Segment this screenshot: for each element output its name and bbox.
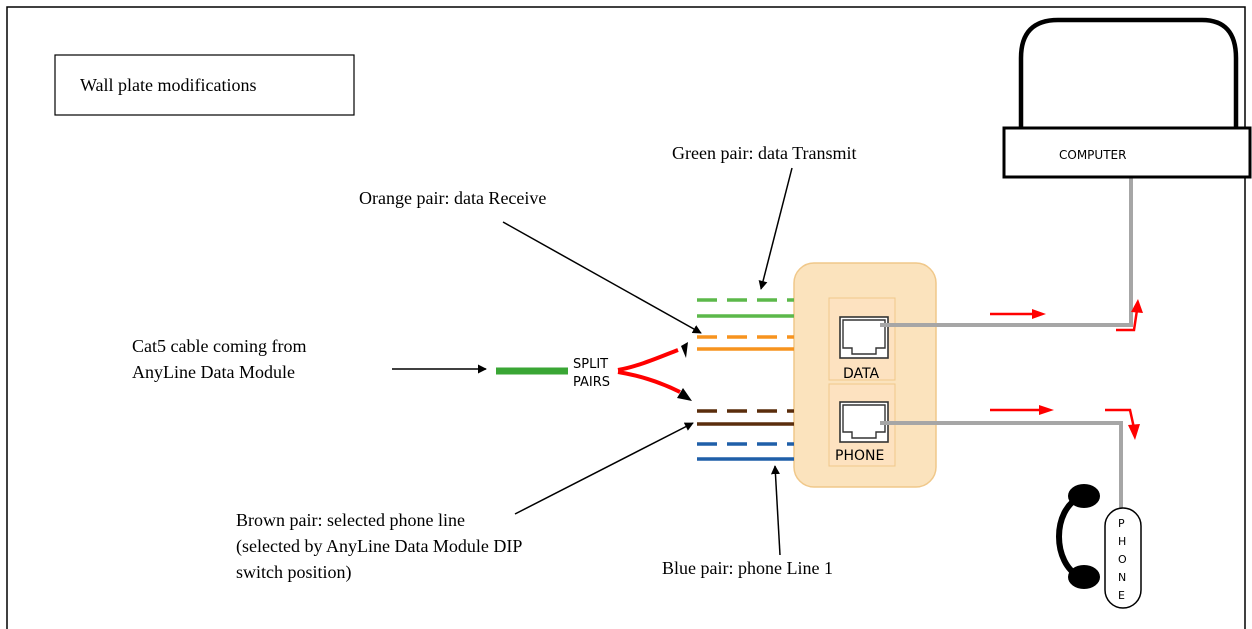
blue-pair-pointer [770, 465, 781, 556]
data-jack: DATA [828, 297, 896, 382]
computer-icon: COMPUTER [1002, 17, 1252, 179]
brown-pair-pointer [514, 422, 694, 515]
phone-jack-label: PHONE [835, 448, 884, 464]
wire-pairs [697, 298, 794, 461]
phone-letter: E [1118, 589, 1125, 602]
phone-letter: N [1118, 571, 1126, 584]
orange-pair-label: Orange pair: data Receive [359, 188, 546, 208]
phone-letter: O [1118, 553, 1127, 566]
computer-label: COMPUTER [1059, 148, 1126, 162]
data-jack-label: DATA [843, 366, 879, 382]
split-arrows [617, 342, 692, 401]
split-label-line1: SPLIT [573, 357, 608, 372]
phone-wire [880, 421, 1123, 513]
green-pair-pointer [758, 167, 793, 290]
data-wire [880, 175, 1133, 327]
green-pair-label: Green pair: data Transmit [672, 143, 856, 163]
brown-pair-label-line2: (selected by AnyLine Data Module DIP [236, 536, 522, 557]
brown-pair-label-line3: switch position) [236, 562, 352, 583]
orange-pair-pointer [502, 221, 702, 334]
brown-pair-label-line1: Brown pair: selected phone line [236, 510, 465, 530]
cable-label-line1: Cat5 cable coming from [132, 336, 306, 356]
split-label-line2: PAIRS [573, 375, 610, 390]
telephone-icon: P H O N E [1056, 484, 1142, 609]
flow-arrows [990, 299, 1143, 440]
blue-pair-label: Blue pair: phone Line 1 [662, 558, 833, 578]
title-text: Wall plate modifications [80, 75, 257, 95]
phone-letter: P [1118, 517, 1125, 530]
outer-border [6, 6, 1246, 629]
phone-letter: H [1118, 535, 1126, 548]
cable-label-line2: AnyLine Data Module [132, 362, 295, 382]
title-box: Wall plate modifications [54, 54, 355, 116]
